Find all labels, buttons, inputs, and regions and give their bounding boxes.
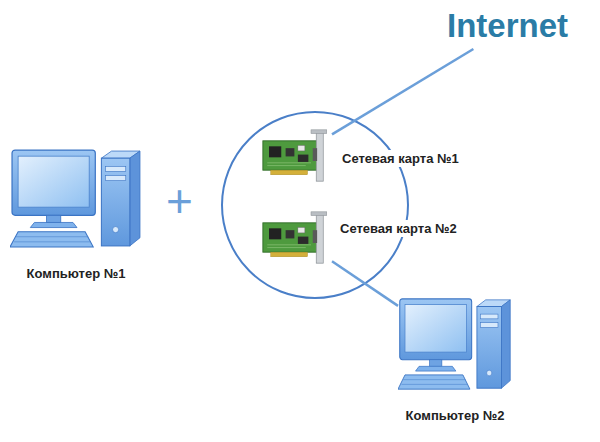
network-card-icon — [263, 130, 327, 181]
computer-node: Компьютер №1 — [10, 148, 142, 250]
node-label: Internet — [443, 6, 575, 46]
group-circle — [222, 112, 408, 298]
node-label: Сетевая карта №2 — [338, 220, 459, 237]
network-card-node: Сетевая карта №2 — [262, 210, 332, 265]
computer-node: Компьютер №2 — [398, 297, 512, 392]
network-card-icon — [263, 212, 327, 263]
network-card-node: Сетевая карта №1 — [262, 128, 332, 183]
node-label: Сетевая карта №1 — [340, 150, 461, 167]
plus-sign: + — [166, 178, 193, 224]
network-cable — [332, 261, 398, 306]
network-cloud-label: Internet — [443, 6, 575, 49]
node-label: Компьютер №2 — [406, 408, 505, 423]
computer-icon — [398, 299, 510, 389]
node-label: Компьютер №1 — [27, 266, 126, 281]
network-cable — [332, 49, 473, 134]
computer-icon — [10, 150, 140, 247]
